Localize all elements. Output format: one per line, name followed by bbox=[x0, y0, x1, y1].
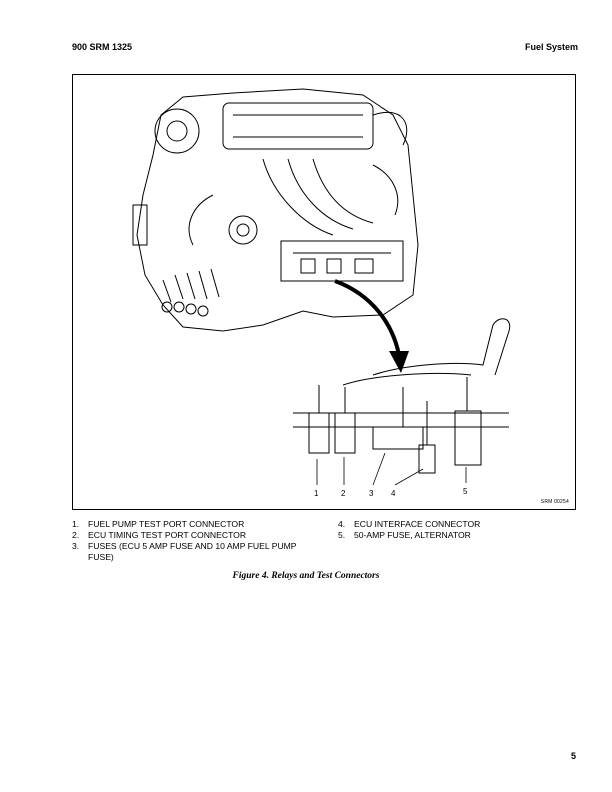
callout-2: 2 bbox=[341, 489, 346, 498]
callout-5: 5 bbox=[463, 487, 468, 496]
figure-id: SRM 00254 bbox=[540, 499, 569, 505]
page-number: 5 bbox=[570, 751, 576, 761]
legend-item-text: FUSES (ECU 5 AMP FUSE AND 10 AMP FUEL PU… bbox=[88, 541, 297, 562]
legend-item-text: 50-AMP FUSE, ALTERNATOR bbox=[354, 530, 471, 540]
header-section-title: Fuel System bbox=[524, 42, 578, 52]
legend-item-4: 4. ECU INTERFACE CONNECTOR bbox=[338, 519, 568, 530]
engine-illustration bbox=[132, 88, 511, 486]
legend-item-number: 3. bbox=[72, 541, 80, 551]
legend-left-column: 1. FUEL PUMP TEST PORT CONNECTOR 2. ECU … bbox=[72, 519, 322, 563]
callout-1: 1 bbox=[314, 489, 319, 498]
legend-item-1: 1. FUEL PUMP TEST PORT CONNECTOR bbox=[72, 519, 322, 530]
figure-caption: Figure 4. Relays and Test Connectors bbox=[232, 571, 380, 581]
legend-item-2: 2. ECU TIMING TEST PORT CONNECTOR bbox=[72, 530, 322, 541]
header-doc-number: 900 SRM 1325 bbox=[72, 42, 133, 52]
legend-item-3: 3. FUSES (ECU 5 AMP FUSE AND 10 AMP FUEL… bbox=[72, 541, 322, 563]
legend-item-number: 2. bbox=[72, 530, 80, 540]
legend-item-text: ECU INTERFACE CONNECTOR bbox=[354, 519, 481, 529]
legend-item-number: 4. bbox=[338, 519, 346, 529]
callout-4: 4 bbox=[391, 489, 396, 498]
legend-item-number: 1. bbox=[72, 519, 80, 529]
legend-item-5: 5. 50-AMP FUSE, ALTERNATOR bbox=[338, 530, 568, 541]
figure-frame: 1 2 3 4 5 SRM 00254 bbox=[72, 74, 576, 510]
legend-item-number: 5. bbox=[338, 530, 346, 540]
legend-item-text: ECU TIMING TEST PORT CONNECTOR bbox=[88, 530, 247, 540]
legend-right-column: 4. ECU INTERFACE CONNECTOR 5. 50-AMP FUS… bbox=[338, 519, 568, 541]
callout-3: 3 bbox=[369, 489, 374, 498]
legend-item-text: FUEL PUMP TEST PORT CONNECTOR bbox=[88, 519, 245, 529]
